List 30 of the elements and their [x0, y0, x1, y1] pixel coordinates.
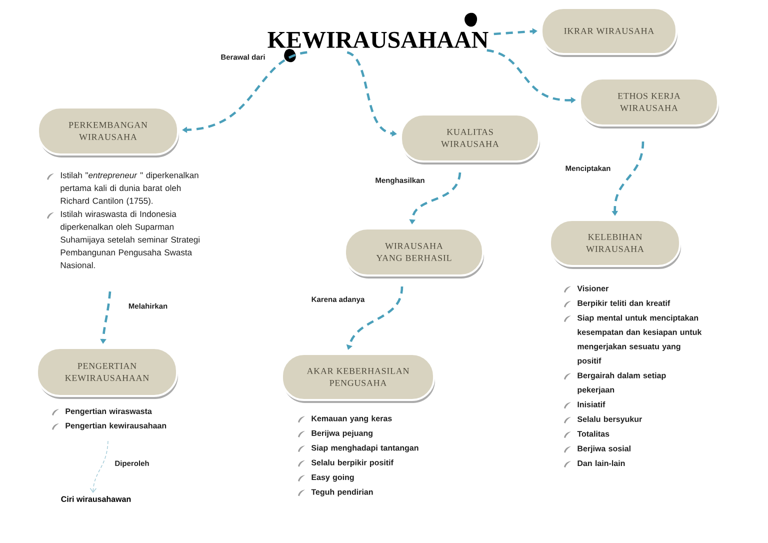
- rounded-box: PENGERTIAN KEWIRAUSAHAAN: [36, 347, 178, 399]
- list-item: Berjiwa sosial: [578, 446, 630, 453]
- list-item: Visioner: [577, 285, 608, 292]
- list-item: Pengertian kewirausahaan: [66, 422, 166, 430]
- list-item: Selalu bersyukur: [577, 416, 642, 424]
- rounded-box: WIRAUSAHA YANG BERHASIL: [344, 228, 484, 278]
- list-item: Inisiatif: [578, 401, 606, 408]
- list-item: Istilah "entrepreneur " diperkenalkan pertama kali di dunia barat oleh Richard Cantilon (1755).: [60, 172, 198, 206]
- rounded-box: PERKEMBANGAN WIRAUSAHA: [37, 106, 179, 158]
- list-item: Selalu berpikir positif: [311, 460, 394, 467]
- rounded-box: IKRAR WIRAUSAHA: [540, 7, 678, 57]
- dashed-arrow: [90, 440, 108, 493]
- list-item: Istilah wiraswasta di Indonesia diperkenalkan oleh Suparman Suhamijaya setelah seminar Strategi Pembangunan Pengusaha Swasta Nasional.: [60, 210, 200, 268]
- title: KEWIRAUSAHAAN: [268, 32, 488, 48]
- list-item: Berpikir teliti dan kreatif: [578, 300, 670, 308]
- list-item: Pengertian wiraswasta: [66, 408, 152, 416]
- list-item: Bergairah dalam setiap pekerjaan: [578, 372, 666, 394]
- list-item: Siap mental untuk menciptakan kesempatan dan kesiapan untuk mengerjakan sesuatu yang positif: [577, 314, 702, 366]
- rounded-box: KUALITAS WIRAUSAHA: [400, 114, 540, 164]
- list-item: Teguh pendirian: [311, 488, 373, 496]
- text-label: Ciri wirausahawan: [61, 496, 131, 502]
- list-item: Dan lain-lain: [578, 460, 625, 466]
- list-item: Totalitas: [577, 430, 610, 437]
- list-item: Kemauan yang keras: [312, 415, 392, 423]
- rounded-box: KELEBIHAN WIRAUSAHA: [549, 219, 681, 269]
- list-item: Berijwa pejuang: [312, 430, 372, 438]
- list-item: Siap menghadapi tantangan: [311, 444, 418, 452]
- rounded-box: ETHOS KERJA WIRAUSAHA: [579, 78, 719, 128]
- list-item: Easy going: [312, 474, 354, 482]
- rounded-box: AKAR KEBERHASILAN PENGUSAHA: [281, 353, 435, 403]
